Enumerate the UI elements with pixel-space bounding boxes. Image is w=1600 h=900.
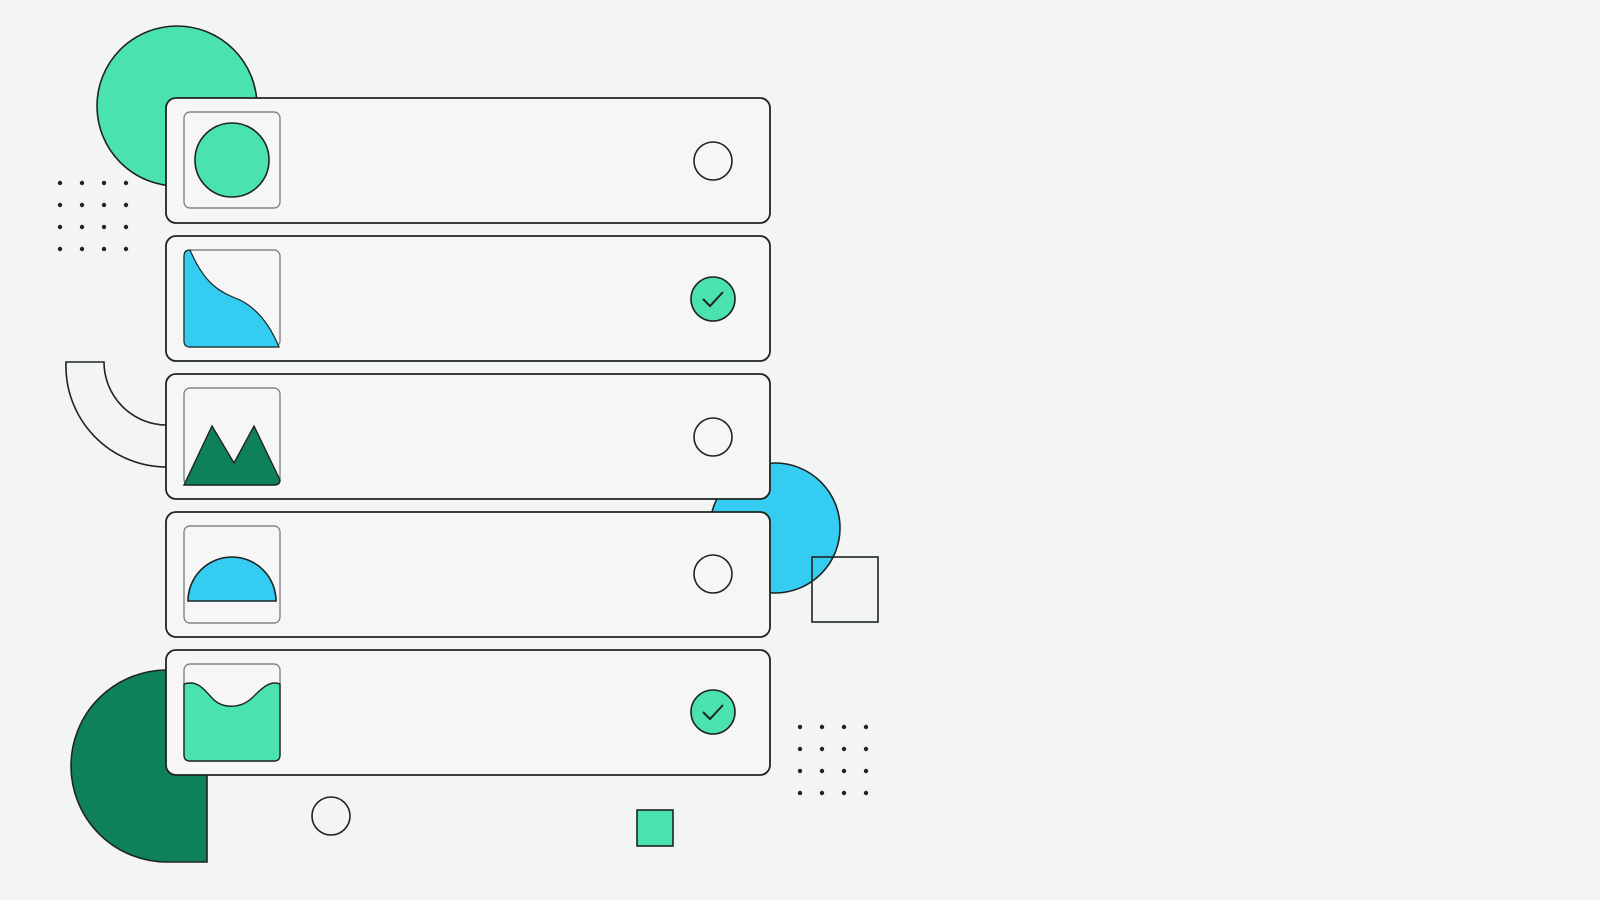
- check-icon: [702, 704, 724, 721]
- wave-thumbnail-icon: [183, 663, 281, 762]
- list-item[interactable]: [165, 511, 771, 638]
- check-icon: [702, 291, 724, 308]
- checked-radio-button[interactable]: [690, 689, 736, 735]
- mint-square-decoration: [636, 809, 674, 847]
- list-item[interactable]: [165, 97, 771, 224]
- list-item[interactable]: [165, 373, 771, 500]
- list-item-card[interactable]: [165, 649, 771, 776]
- radio-button[interactable]: [693, 554, 733, 594]
- mountains-thumbnail-icon: [182, 387, 281, 486]
- list-item[interactable]: [165, 235, 771, 362]
- square-outline-decoration: [811, 556, 879, 623]
- dot-grid-top-left: [57, 180, 129, 252]
- small-circle-outline-decoration: [311, 796, 351, 836]
- list-item-card[interactable]: [165, 97, 771, 224]
- radio-button[interactable]: [693, 141, 733, 181]
- curve-thumbnail-icon: [183, 249, 281, 348]
- arc-outline-decoration: [65, 361, 168, 468]
- dot-grid-bottom-right: [797, 724, 869, 796]
- circle-thumbnail-icon: [183, 111, 281, 209]
- selection-list: [165, 97, 771, 776]
- half-circle-thumbnail-icon: [183, 525, 281, 624]
- list-item-card[interactable]: [165, 373, 771, 500]
- list-item[interactable]: [165, 649, 771, 776]
- list-item-card[interactable]: [165, 235, 771, 362]
- list-item-card[interactable]: [165, 511, 771, 638]
- checked-radio-button[interactable]: [690, 276, 736, 322]
- radio-button[interactable]: [693, 417, 733, 457]
